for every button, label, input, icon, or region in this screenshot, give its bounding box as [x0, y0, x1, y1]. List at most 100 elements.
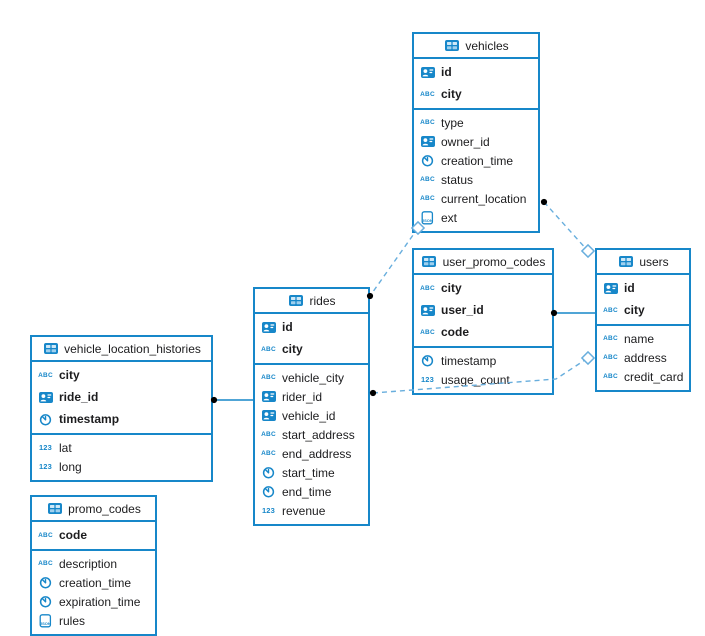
column-label: end_time	[282, 484, 332, 499]
column-row[interactable]: 123 revenue	[255, 501, 368, 520]
text-type-icon: ABC	[38, 371, 53, 379]
json-type-icon: JSON	[37, 613, 54, 628]
entity-header[interactable]: rides	[255, 289, 368, 314]
column-label: address	[624, 350, 667, 365]
text-type-icon: ABC	[38, 560, 53, 567]
entity-header[interactable]: vehicle_location_histories	[32, 337, 211, 362]
column-label: id	[441, 65, 452, 79]
column-row[interactable]: start_time	[255, 463, 368, 482]
column-label: city	[441, 281, 462, 295]
column-label: ride_id	[59, 390, 99, 404]
column-row[interactable]: ABC city	[414, 277, 552, 299]
column-label: city	[59, 368, 80, 382]
table-icon	[443, 40, 460, 51]
time-type-icon	[260, 485, 277, 498]
column-row[interactable]: id	[255, 316, 368, 338]
column-label: city	[282, 342, 303, 356]
entity-header[interactable]: promo_codes	[32, 497, 155, 522]
column-label: city	[624, 303, 645, 317]
text-type-icon: ABC	[261, 431, 276, 438]
column-row[interactable]: ABC end_address	[255, 444, 368, 463]
column-row[interactable]: end_time	[255, 482, 368, 501]
column-label: ext	[441, 210, 458, 225]
entity-name: user_promo_codes	[442, 254, 546, 269]
number-type-icon: 123	[38, 443, 53, 452]
column-label: vehicle_id	[282, 408, 336, 423]
table-icon	[46, 503, 63, 514]
column-label: revenue	[282, 503, 326, 518]
column-row[interactable]: ABC city	[32, 364, 211, 386]
column-row[interactable]: ride_id	[32, 386, 211, 408]
id-badge-icon	[602, 282, 619, 294]
column-label: credit_card	[624, 369, 684, 384]
table-icon	[42, 343, 59, 354]
column-label: lat	[59, 440, 72, 455]
entity-header[interactable]: users	[597, 250, 689, 275]
time-type-icon	[419, 354, 436, 367]
text-type-icon: ABC	[420, 284, 435, 292]
entity-header[interactable]: user_promo_codes	[414, 250, 552, 275]
column-label: end_address	[282, 446, 352, 461]
column-row[interactable]: id	[414, 61, 538, 83]
id-badge-icon	[419, 66, 436, 78]
column-row[interactable]: timestamp	[32, 408, 211, 430]
column-row[interactable]: timestamp	[414, 351, 552, 370]
time-type-icon	[37, 595, 54, 608]
entity-name: vehicles	[465, 38, 509, 53]
column-label: name	[624, 331, 655, 346]
column-row[interactable]: id	[597, 277, 689, 299]
column-row[interactable]: 123 lat	[32, 438, 211, 457]
column-row[interactable]: expiration_time	[32, 592, 155, 611]
column-row[interactable]: owner_id	[414, 132, 538, 151]
number-type-icon: 123	[38, 462, 53, 471]
column-row[interactable]: user_id	[414, 299, 552, 321]
column-label: vehicle_city	[282, 370, 345, 385]
entity-header[interactable]: vehicles	[414, 34, 538, 59]
column-label: code	[441, 325, 470, 339]
number-type-icon: 123	[261, 506, 276, 515]
column-label: code	[59, 528, 88, 542]
column-row[interactable]: rider_id	[255, 387, 368, 406]
column-row[interactable]: ABC status	[414, 170, 538, 189]
column-row[interactable]: creation_time	[414, 151, 538, 170]
column-row[interactable]: creation_time	[32, 573, 155, 592]
column-label: user_id	[441, 303, 484, 317]
svg-text:JSON: JSON	[40, 621, 51, 626]
column-row[interactable]: vehicle_id	[255, 406, 368, 425]
column-label: city	[441, 87, 462, 101]
column-label: status	[441, 172, 474, 187]
entity-name: users	[639, 254, 669, 269]
text-type-icon: ABC	[261, 450, 276, 457]
text-type-icon: ABC	[420, 176, 435, 183]
id-badge-icon	[260, 321, 277, 333]
id-badge-icon	[37, 391, 54, 403]
